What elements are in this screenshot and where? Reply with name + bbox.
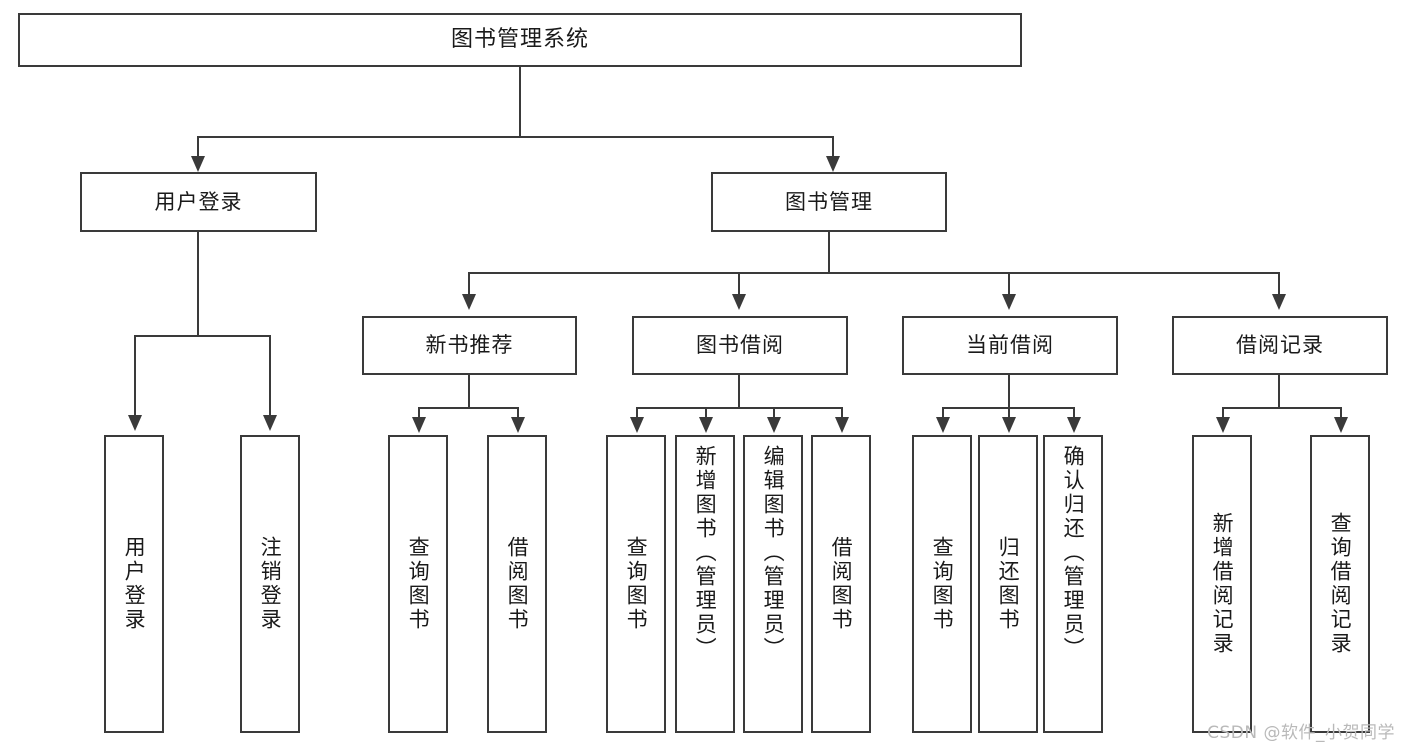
leaf-new-book-query[interactable]: 查询图书 — [388, 435, 448, 733]
leaf-user-login[interactable]: 用户登录 — [104, 435, 164, 733]
leaf-current-query-book[interactable]: 查询图书 — [912, 435, 972, 733]
arrow-root-to-user-login — [191, 156, 205, 172]
connector-book-borrow-to-leaf-2 — [705, 407, 707, 419]
watermark: CSDN @软件_小贺同学 — [1207, 723, 1395, 743]
leaf-label: 查询借阅记录 — [1328, 512, 1353, 656]
leaf-label: 注销登录 — [258, 536, 283, 632]
connector-book-borrow-bus — [636, 407, 843, 409]
connector-new-book-to-leaf-2 — [517, 407, 519, 419]
arrow-root-to-book-mgmt — [826, 156, 840, 172]
leaf-query-borrow-record[interactable]: 查询借阅记录 — [1310, 435, 1370, 733]
connector-new-book-stem — [468, 375, 470, 409]
leaf-label: 新增图书（管理员） — [693, 445, 718, 661]
arrow-user-login-to-leaf-1 — [128, 415, 142, 431]
arrow-current-borrow-to-leaf-2 — [1002, 417, 1016, 433]
connector-borrow-record-stem — [1278, 375, 1280, 409]
connector-book-mgmt-to-m4 — [1278, 272, 1280, 296]
connector-root-to-user-login — [197, 136, 199, 158]
arrow-new-book-to-leaf-1 — [412, 417, 426, 433]
connector-user-login-stem — [197, 232, 199, 336]
connector-book-borrow-to-leaf-1 — [636, 407, 638, 419]
leaf-label: 确认归还（管理员） — [1061, 445, 1086, 661]
arrow-borrow-record-to-leaf-1 — [1216, 417, 1230, 433]
node-label: 图书管理 — [785, 189, 873, 214]
connector-borrow-record-bus — [1222, 407, 1342, 409]
node-current-borrow[interactable]: 当前借阅 — [902, 316, 1118, 375]
node-label: 当前借阅 — [966, 333, 1054, 358]
leaf-label: 查询图书 — [624, 536, 649, 632]
node-book-borrow[interactable]: 图书借阅 — [632, 316, 848, 375]
connector-borrow-record-to-leaf-2 — [1340, 407, 1342, 419]
arrow-book-borrow-to-leaf-3 — [767, 417, 781, 433]
leaf-confirm-return-admin[interactable]: 确认归还（管理员） — [1043, 435, 1103, 733]
leaf-add-borrow-record[interactable]: 新增借阅记录 — [1192, 435, 1252, 733]
arrow-new-book-to-leaf-2 — [511, 417, 525, 433]
node-user-login[interactable]: 用户登录 — [80, 172, 317, 232]
arrow-book-borrow-to-leaf-2 — [699, 417, 713, 433]
arrow-current-borrow-to-leaf-3 — [1067, 417, 1081, 433]
connector-book-mgmt-stem — [828, 232, 830, 274]
node-label: 图书借阅 — [696, 333, 784, 358]
connector-root-bus — [197, 136, 833, 138]
leaf-label: 查询图书 — [930, 536, 955, 632]
connector-user-login-bus — [134, 335, 270, 337]
leaf-label: 查询图书 — [406, 536, 431, 632]
connector-root-to-book-mgmt — [832, 136, 834, 158]
connector-book-mgmt-bus — [468, 272, 1280, 274]
arrow-current-borrow-to-leaf-1 — [936, 417, 950, 433]
leaf-label: 借阅图书 — [829, 536, 854, 632]
connector-book-mgmt-to-m1 — [468, 272, 470, 296]
connector-user-login-to-leaf-2 — [269, 335, 271, 417]
leaf-label: 归还图书 — [996, 536, 1021, 632]
arrow-book-borrow-to-leaf-1 — [630, 417, 644, 433]
leaf-add-book-admin[interactable]: 新增图书（管理员） — [675, 435, 735, 733]
leaf-label: 借阅图书 — [505, 536, 530, 632]
connector-current-borrow-to-leaf-2 — [1008, 407, 1010, 419]
connector-book-borrow-to-leaf-3 — [773, 407, 775, 419]
node-borrow-record[interactable]: 借阅记录 — [1172, 316, 1388, 375]
connector-book-borrow-stem — [738, 375, 740, 409]
arrow-book-mgmt-to-m2 — [732, 294, 746, 310]
connector-book-borrow-to-leaf-4 — [841, 407, 843, 419]
connector-current-borrow-stem — [1008, 375, 1010, 409]
leaf-label: 用户登录 — [122, 536, 147, 632]
connector-new-book-to-leaf-1 — [418, 407, 420, 419]
arrow-book-mgmt-to-m4 — [1272, 294, 1286, 310]
connector-root-stem — [519, 67, 521, 137]
leaf-borrow-query-book[interactable]: 查询图书 — [606, 435, 666, 733]
arrow-book-borrow-to-leaf-4 — [835, 417, 849, 433]
arrow-borrow-record-to-leaf-2 — [1334, 417, 1348, 433]
node-label: 新书推荐 — [425, 333, 514, 358]
node-label: 借阅记录 — [1236, 333, 1324, 358]
leaf-edit-book-admin[interactable]: 编辑图书（管理员） — [743, 435, 803, 733]
arrow-book-mgmt-to-m3 — [1002, 294, 1016, 310]
connector-new-book-bus — [418, 407, 519, 409]
connector-user-login-to-leaf-1 — [134, 335, 136, 417]
connector-current-borrow-to-leaf-3 — [1073, 407, 1075, 419]
node-root-system[interactable]: 图书管理系统 — [18, 13, 1022, 67]
leaf-new-book-borrow[interactable]: 借阅图书 — [487, 435, 547, 733]
arrow-user-login-to-leaf-2 — [263, 415, 277, 431]
arrow-book-mgmt-to-m1 — [462, 294, 476, 310]
connector-book-mgmt-to-m2 — [738, 272, 740, 296]
leaf-label: 编辑图书（管理员） — [761, 445, 786, 661]
connector-book-mgmt-to-m3 — [1008, 272, 1010, 296]
connector-borrow-record-to-leaf-1 — [1222, 407, 1224, 419]
leaf-borrow-book[interactable]: 借阅图书 — [811, 435, 871, 733]
connector-current-borrow-to-leaf-1 — [942, 407, 944, 419]
node-book-management[interactable]: 图书管理 — [711, 172, 947, 232]
node-new-book-recommend[interactable]: 新书推荐 — [362, 316, 577, 375]
leaf-return-book[interactable]: 归还图书 — [978, 435, 1038, 733]
leaf-logout[interactable]: 注销登录 — [240, 435, 300, 733]
node-label: 用户登录 — [154, 189, 243, 214]
node-label: 图书管理系统 — [450, 27, 589, 53]
leaf-label: 新增借阅记录 — [1210, 512, 1235, 656]
